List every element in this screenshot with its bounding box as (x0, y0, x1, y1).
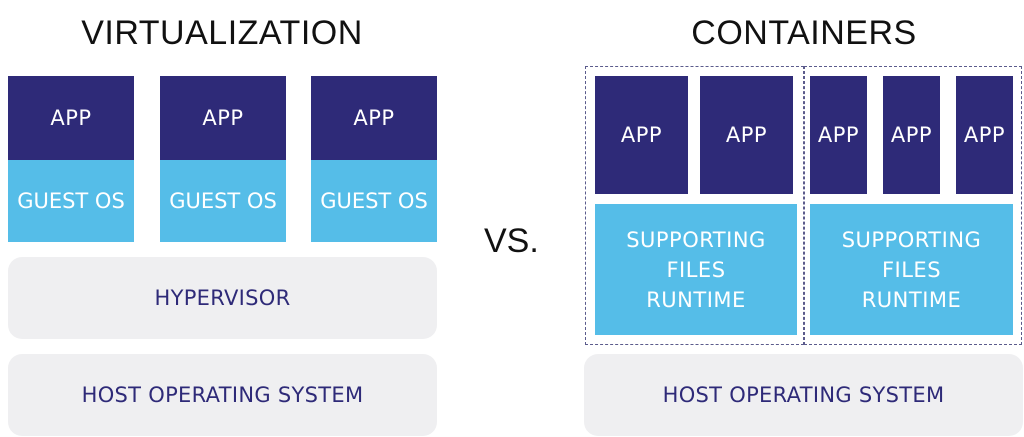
vm-app-3: APP (311, 76, 437, 160)
container-1-runtime: SUPPORTING FILES RUNTIME (595, 204, 797, 335)
vm-guest-os-2: GUEST OS (160, 160, 286, 242)
container-2-app-2: APP (883, 76, 940, 194)
container-1-boundary (585, 66, 804, 345)
container-2-app-3: APP (956, 76, 1013, 194)
containers-title: CONTAINERS (691, 14, 917, 52)
container-2-app-1: APP (810, 76, 867, 194)
vm-guest-os-1: GUEST OS (8, 160, 134, 242)
container-2-runtime: SUPPORTING FILES RUNTIME (810, 204, 1013, 335)
vm-guest-os-3: GUEST OS (311, 160, 437, 242)
vs-label: VS. (484, 222, 539, 260)
vm-host-os-layer: HOST OPERATING SYSTEM (8, 354, 437, 436)
virtualization-title: VIRTUALIZATION (81, 14, 363, 52)
container-1-app-1: APP (595, 76, 688, 194)
vm-app-2: APP (160, 76, 286, 160)
hypervisor-layer: HYPERVISOR (8, 257, 437, 339)
vm-app-1: APP (8, 76, 134, 160)
container-host-os-layer: HOST OPERATING SYSTEM (584, 354, 1023, 436)
container-2-boundary (804, 66, 1022, 345)
container-1-app-2: APP (700, 76, 793, 194)
